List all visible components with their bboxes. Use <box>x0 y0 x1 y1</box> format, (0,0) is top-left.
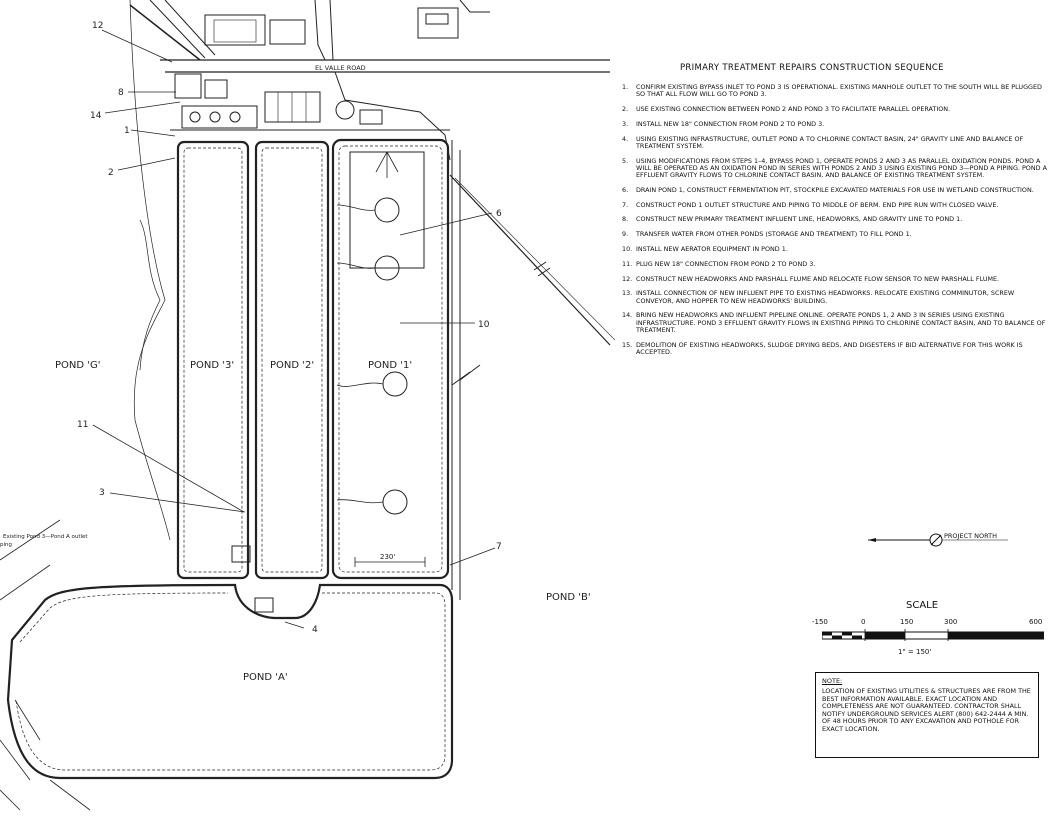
sequence-step: 8. CONSTRUCT NEW PRIMARY TREATMENT INFLUE… <box>622 216 1047 223</box>
step-text: CONSTRUCT POND 1 OUTLET STRUCTURE AND PI… <box>636 200 999 209</box>
callout-4: 4 <box>312 625 318 635</box>
step-number: 1. <box>622 83 629 91</box>
callout-11: 11 <box>77 420 88 430</box>
dimension-label: 230' <box>380 553 395 561</box>
callout-10: 10 <box>478 320 490 330</box>
callout-1: 1 <box>124 126 130 136</box>
scale-title: SCALE <box>906 600 939 611</box>
sequence-step: 7. CONSTRUCT POND 1 OUTLET STRUCTURE AND … <box>622 200 1047 209</box>
scale-tick-label: 150 <box>900 618 914 626</box>
junction-box <box>231 545 251 563</box>
step-number: 4. <box>622 134 629 143</box>
step-number: 14. <box>622 311 633 320</box>
aerator <box>374 197 400 223</box>
building <box>269 19 306 45</box>
step-text: CONFIRM EXISTING BYPASS INLET TO POND 3 … <box>636 83 1042 99</box>
sequence-step: 5. USING MODIFICATIONS FROM STEPS 1–4, BY… <box>622 156 1047 180</box>
step-text: INSTALL NEW AERATOR EQUIPMENT IN POND 1. <box>636 244 788 253</box>
pond-1 <box>331 138 450 580</box>
outlet-pipe <box>449 174 611 346</box>
road-label: EL VALLE ROAD <box>315 64 366 72</box>
scale-tick-label: 300 <box>944 618 958 626</box>
pond-g-label: POND 'G' <box>55 360 101 371</box>
step-number: 3. <box>622 119 629 128</box>
step-number: 10. <box>622 244 633 253</box>
outlet-note-line2: ping <box>0 542 12 548</box>
scale-bar <box>822 629 1044 641</box>
step-text: DRAIN POND 1, CONSTRUCT FERMENTATION PIT… <box>636 185 1034 194</box>
pond-2 <box>254 140 330 580</box>
aerator <box>382 371 408 397</box>
step-number: 7. <box>622 200 629 209</box>
scale-tick-label: -150 <box>812 618 828 626</box>
step-number: 8. <box>622 215 629 224</box>
headworks <box>174 73 202 99</box>
sequence-step: 2. USE EXISTING CONNECTION BETWEEN POND 2… <box>622 105 1047 113</box>
step-text: CONSTRUCT NEW PRIMARY TREATMENT INFLUENT… <box>636 215 963 224</box>
sequence-step: 15.DEMOLITION OF EXISTING HEADWORKS, SLU… <box>622 340 1047 356</box>
pond-1-label: POND '1' <box>368 360 412 371</box>
callout-12: 12 <box>92 21 103 31</box>
step-text: PLUG NEW 18" CONNECTION FROM POND 2 TO P… <box>636 259 816 268</box>
sequence-step: 4. USING EXISTING INFRASTRUCTURE, OUTLET … <box>622 134 1047 150</box>
north-arrow <box>868 533 1008 547</box>
site-plan: EL VALLE ROAD POND 'G' POND '3' POND '2'… <box>0 0 615 811</box>
callout-14: 14 <box>90 111 102 121</box>
step-number: 6. <box>622 185 629 194</box>
sequence-title: PRIMARY TREATMENT REPAIRS CONSTRUCTION S… <box>680 63 944 73</box>
building <box>417 7 459 39</box>
step-text: INSTALL NEW 18" CONNECTION FROM POND 2 T… <box>636 119 825 128</box>
sequence-step: 13.INSTALL CONNECTION OF NEW INFLUENT PI… <box>622 289 1047 305</box>
sequence-step: 12.CONSTRUCT NEW HEADWORKS AND PARSHALL … <box>622 274 1047 283</box>
callout-8: 8 <box>118 88 124 98</box>
aerator <box>382 489 408 515</box>
step-text: INSTALL CONNECTION OF NEW INFLUENT PIPE … <box>636 289 1015 305</box>
scale-ratio: 1" = 150' <box>898 648 932 656</box>
pond-3 <box>176 140 250 580</box>
callout-6: 6 <box>496 209 502 219</box>
step-text: CONSTRUCT NEW HEADWORKS AND PARSHALL FLU… <box>636 274 1000 283</box>
scale-tick-label: 600 <box>1029 618 1043 626</box>
outlet-note: Existing Pond 3—Pond A outlet <box>3 534 88 540</box>
step-number: 2. <box>622 105 629 113</box>
sequence-step: 1. CONFIRM EXISTING BYPASS INLET TO POND … <box>622 83 1047 99</box>
step-text: USING EXISTING INFRASTRUCTURE, OUTLET PO… <box>636 134 1024 150</box>
pond-3-label: POND '3' <box>190 360 234 371</box>
north-arrow-label: PROJECT NORTH <box>944 532 998 540</box>
note-box: NOTE: LOCATION OF EXISTING UTILITIES & S… <box>815 672 1039 758</box>
pond-b-label: POND 'B' <box>546 592 591 603</box>
sequence-step: 9. TRANSFER WATER FROM OTHER PONDS (STORA… <box>622 230 1047 239</box>
callout-3: 3 <box>99 488 105 498</box>
note-title: NOTE: <box>822 677 843 685</box>
sequence-step: 10.INSTALL NEW AERATOR EQUIPMENT IN POND… <box>622 244 1047 253</box>
sequence-step: 14.BRING NEW HEADWORKS AND INFLUENT PIPE… <box>622 312 1047 334</box>
construction-sequence: 1. CONFIRM EXISTING BYPASS INLET TO POND … <box>622 83 1047 364</box>
sequence-step: 3. INSTALL NEW 18" CONNECTION FROM POND 2… <box>622 119 1047 128</box>
step-number: 9. <box>622 230 629 239</box>
step-number: 13. <box>622 289 633 298</box>
building <box>204 14 266 46</box>
step-text: DEMOLITION OF EXISTING HEADWORKS, SLUDGE… <box>636 340 1023 356</box>
scale-tick-label: 0 <box>861 618 866 626</box>
sequence-step: 6. DRAIN POND 1, CONSTRUCT FERMENTATION P… <box>622 185 1047 194</box>
step-text: TRANSFER WATER FROM OTHER PONDS (STORAGE… <box>636 230 912 239</box>
step-number: 11. <box>622 259 633 268</box>
el-valle-road <box>160 59 610 73</box>
callout-2: 2 <box>108 168 114 178</box>
step-text: USING MODIFICATIONS FROM STEPS 1–4, BYPA… <box>636 156 1047 179</box>
pond-a-label: POND 'A' <box>243 672 288 683</box>
pond-2-label: POND '2' <box>270 360 314 371</box>
sludge-beds <box>264 91 321 123</box>
pond-a <box>6 583 454 780</box>
note-text: LOCATION OF EXISTING UTILITIES & STRUCTU… <box>822 687 1031 733</box>
step-number: 5. <box>622 156 629 165</box>
step-text: BRING NEW HEADWORKS AND INFLUENT PIPELIN… <box>636 311 1046 334</box>
callout-7: 7 <box>496 542 502 552</box>
step-number: 15. <box>622 340 633 349</box>
step-text: USE EXISTING CONNECTION BETWEEN POND 2 A… <box>636 105 951 113</box>
step-number: 12. <box>622 274 633 283</box>
structure <box>254 597 274 613</box>
sequence-step: 11.PLUG NEW 18" CONNECTION FROM POND 2 T… <box>622 259 1047 268</box>
